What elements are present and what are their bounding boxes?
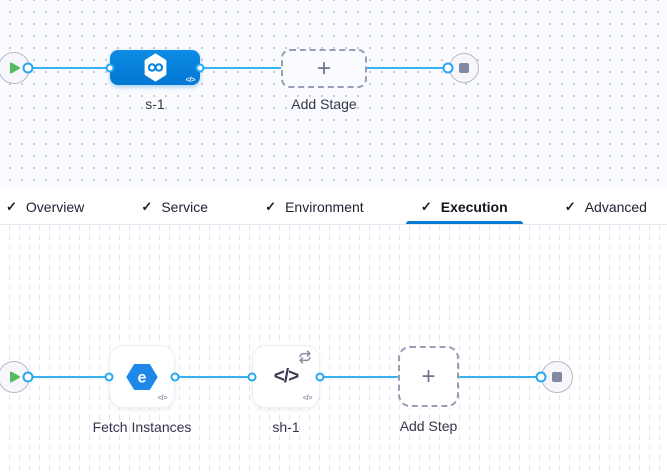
end-port [442, 62, 454, 74]
check-icon: ✓ [6, 198, 17, 214]
tab-label: Overview [25, 198, 85, 215]
check-icon: ✓ [420, 198, 432, 214]
step-card-sh1[interactable]: </> </> [252, 345, 320, 408]
step-card-fetch-instances[interactable]: e </> [109, 345, 175, 408]
stage-graph-canvas: </> s-1 + Add Stage [0, 0, 667, 189]
code-icon: </> [157, 392, 168, 402]
tab-label: Execution [440, 198, 508, 215]
execution-graph-canvas [0, 225, 667, 475]
shell-script-icon: </> [273, 365, 300, 387]
tab-execution[interactable]: ✓ Execution [405, 189, 523, 224]
execution-start-node [0, 361, 30, 393]
edge-addstep-to-end [459, 375, 541, 379]
check-icon: ✓ [141, 198, 153, 214]
fetch-instances-icon: e [126, 363, 158, 391]
play-icon [7, 369, 22, 385]
end-port [535, 371, 547, 383]
stage-config-tab-bar: ✓ Overview ✓ Service ✓ Environment ✓ Exe… [0, 189, 667, 225]
start-port [22, 62, 34, 74]
tab-environment[interactable]: ✓ Environment [265, 189, 364, 224]
svg-text:e: e [138, 369, 147, 386]
cd-stage-hexagon-infinity-icon [142, 53, 169, 82]
stop-icon [552, 372, 562, 382]
plus-icon: + [316, 54, 331, 82]
stop-icon [459, 63, 469, 73]
check-icon: ✓ [265, 198, 277, 214]
step-label: Fetch Instances [92, 419, 192, 435]
edge-step2-to-addstep [320, 375, 398, 379]
pipeline-start-node [0, 52, 30, 84]
stage-label: s-1 [145, 96, 165, 112]
tab-service[interactable]: ✓ Service [141, 189, 208, 224]
tab-label: Advanced [584, 198, 647, 215]
add-step-button[interactable]: + [398, 346, 459, 407]
tab-label: Service [161, 198, 209, 215]
stage-in-port [105, 63, 115, 73]
step-in-port [104, 372, 114, 382]
tab-advanced[interactable]: ✓ Advanced [565, 189, 647, 224]
pipeline-end-node [449, 53, 479, 83]
step-out-port [315, 372, 325, 382]
check-icon: ✓ [564, 198, 576, 214]
stage-out-port [195, 63, 205, 73]
code-icon: </> [302, 392, 313, 402]
start-port [22, 371, 34, 383]
step-in-port [247, 372, 257, 382]
add-step-label: Add Step [399, 418, 458, 434]
play-icon [7, 60, 22, 76]
add-stage-button[interactable]: + [281, 49, 367, 88]
step-out-port [170, 372, 180, 382]
stage-node-s1[interactable]: </> [110, 50, 200, 85]
edge-start-to-stage [28, 66, 110, 70]
step-label: sh-1 [272, 419, 300, 435]
looping-strategy-icon [297, 350, 313, 364]
code-icon: </> [185, 74, 196, 84]
add-stage-label: Add Stage [291, 96, 357, 112]
tab-label: Environment [285, 198, 364, 215]
edge-step1-to-step2 [175, 375, 252, 379]
tab-overview[interactable]: ✓ Overview [6, 189, 84, 224]
edge-start-to-step1 [28, 375, 109, 379]
plus-icon: + [421, 362, 436, 390]
